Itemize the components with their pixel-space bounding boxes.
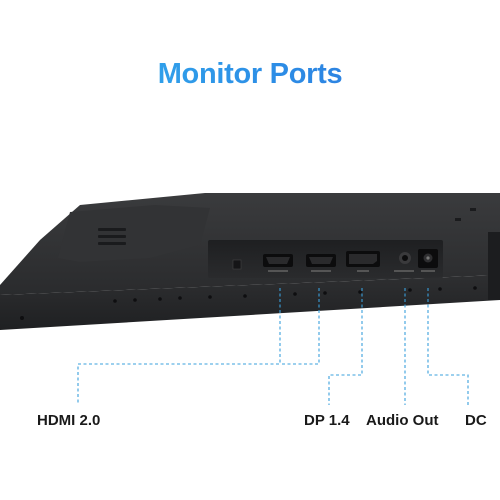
monitor-front-edge: [0, 275, 500, 330]
displayport-icon: [346, 251, 380, 272]
hdmi-port-icon: [306, 254, 336, 272]
hdmi-port-icon: [263, 254, 293, 272]
monitor-bump: [58, 205, 210, 262]
dc-power-jack-icon: [418, 249, 438, 272]
page-title: Monitor Ports: [0, 58, 500, 91]
bezel-holes: [20, 286, 477, 320]
stand-mount: [488, 232, 500, 300]
label-audio-out: Audio Out: [366, 412, 439, 429]
connector-lines: [77, 288, 469, 405]
vent-slots: [98, 228, 126, 245]
label-dp: DP 1.4: [304, 412, 350, 429]
audio-jack-icon: [394, 252, 414, 272]
kensington-lock-icon: [232, 259, 242, 270]
label-hdmi: HDMI 2.0: [37, 412, 101, 429]
label-dc: DC: [465, 412, 487, 429]
